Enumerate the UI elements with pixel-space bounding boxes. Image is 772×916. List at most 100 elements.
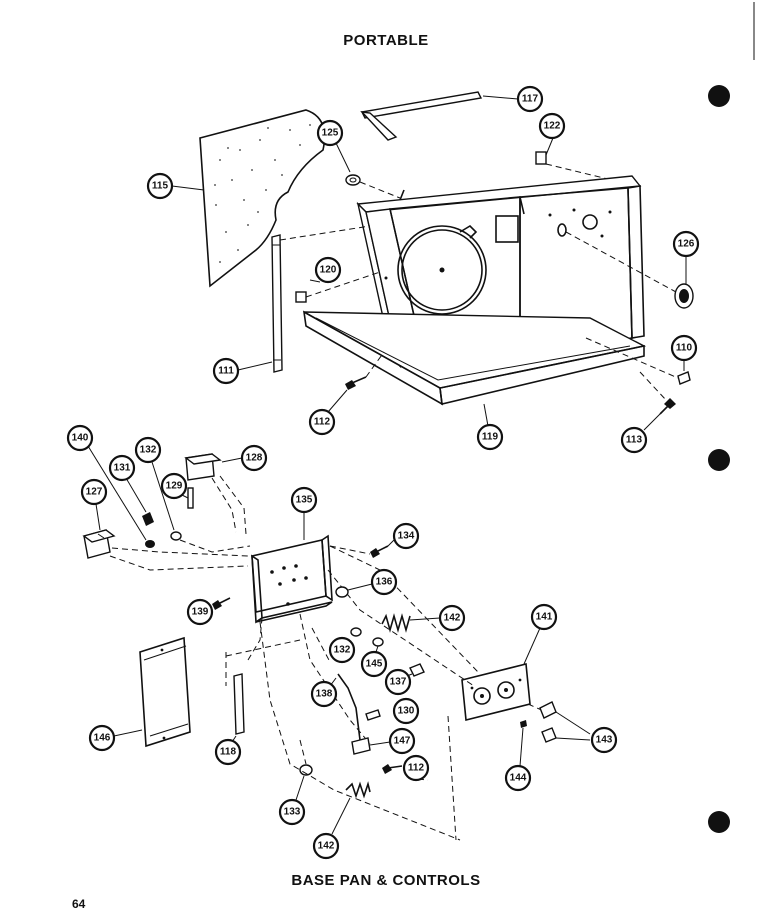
callout-142: 142 — [312, 832, 340, 860]
part-146-cover — [113, 636, 191, 748]
callout-125: 125 — [316, 119, 344, 147]
callout-132: 132 — [134, 436, 162, 464]
part-136-nut — [335, 583, 373, 598]
callout-142: 142 — [438, 604, 466, 632]
part-112-screw-lower — [382, 764, 403, 774]
callout-112: 112 — [402, 754, 430, 782]
callout-128: 128 — [240, 444, 268, 472]
callout-136: 136 — [370, 568, 398, 596]
callout-126: 126 — [672, 230, 700, 258]
svg-text:142: 142 — [318, 841, 335, 852]
callout-144: 144 — [504, 764, 532, 792]
callout-147: 147 — [388, 727, 416, 755]
svg-text:111: 111 — [218, 366, 234, 377]
svg-text:129: 129 — [166, 481, 183, 492]
part-118-strip — [225, 617, 263, 743]
callout-113: 113 — [620, 426, 648, 454]
svg-text:127: 127 — [86, 487, 103, 498]
svg-text:119: 119 — [482, 432, 499, 443]
binder-hole — [708, 449, 730, 471]
part-142-spring-bottom — [331, 781, 371, 835]
section-title: BASE PAN & CONTROLS — [291, 872, 481, 889]
svg-text:138: 138 — [316, 689, 333, 700]
callout-134: 134 — [392, 522, 420, 550]
part-138-rod — [329, 673, 361, 741]
callout-141: 141 — [530, 603, 558, 631]
part-113-screw — [639, 371, 676, 431]
svg-text:120: 120 — [320, 265, 337, 276]
svg-text:130: 130 — [398, 706, 415, 717]
callout-135: 135 — [290, 486, 318, 514]
svg-text:134: 134 — [398, 531, 415, 542]
callout-117: 117 — [516, 85, 544, 113]
callout-130: 130 — [392, 697, 420, 725]
svg-text:118: 118 — [220, 747, 237, 758]
svg-text:147: 147 — [394, 736, 411, 747]
part-143-knobs — [539, 701, 591, 743]
part-144-clip — [519, 720, 527, 767]
part-130-clip — [365, 709, 381, 721]
part-127-relay — [82, 503, 251, 571]
callout-146: 146 — [88, 724, 116, 752]
part-132-nut-lower — [350, 627, 362, 637]
part-112-screw-top — [327, 351, 385, 413]
svg-text:117: 117 — [522, 94, 539, 105]
part-131-fitting — [125, 477, 154, 526]
part-134-screw — [329, 539, 395, 558]
callout-120: 120 — [314, 256, 342, 284]
svg-text:125: 125 — [322, 128, 339, 139]
callout-119: 119 — [476, 423, 504, 451]
part-142-spring-top — [381, 613, 441, 633]
callout-122: 122 — [538, 112, 566, 140]
svg-text:131: 131 — [114, 463, 131, 474]
part-132-nut-top — [151, 461, 182, 541]
svg-text:128: 128 — [246, 453, 263, 464]
page-number: 64 — [72, 897, 86, 911]
svg-text:145: 145 — [366, 659, 383, 670]
svg-text:110: 110 — [676, 343, 693, 354]
part-128-switch — [184, 453, 247, 535]
part-147-bracket — [351, 737, 391, 755]
part-122-clip — [535, 137, 613, 181]
part-117-rail — [360, 91, 519, 141]
part-139-screw — [212, 597, 231, 610]
part-111-strip — [237, 225, 371, 373]
part-110-clip — [585, 337, 691, 385]
part-120-bracket — [295, 271, 381, 303]
callout-131: 131 — [108, 454, 136, 482]
part-133-nut — [295, 739, 313, 801]
callout-115: 115 — [146, 172, 174, 200]
part-115-panel — [171, 109, 326, 288]
svg-text:132: 132 — [334, 645, 351, 656]
callout-145: 145 — [360, 650, 388, 678]
callout-133: 133 — [278, 798, 306, 826]
svg-text:112: 112 — [314, 417, 331, 428]
part-140-nut — [87, 445, 155, 548]
svg-text:126: 126 — [678, 239, 695, 250]
leader-dashed — [311, 627, 331, 663]
svg-text:135: 135 — [296, 495, 313, 506]
callout-140: 140 — [66, 424, 94, 452]
callout-132: 132 — [328, 636, 356, 664]
svg-text:115: 115 — [152, 181, 169, 192]
callout-110: 110 — [670, 334, 698, 362]
svg-text:113: 113 — [626, 435, 643, 446]
callout-143: 143 — [590, 726, 618, 754]
svg-text:132: 132 — [140, 445, 157, 456]
svg-text:141: 141 — [536, 612, 553, 623]
svg-text:133: 133 — [284, 807, 301, 818]
callout-138: 138 — [310, 680, 338, 708]
part-119-base-pan — [302, 310, 647, 427]
callout-127: 127 — [80, 478, 108, 506]
callout-129: 129 — [160, 472, 188, 500]
binder-hole — [708, 85, 730, 107]
binder-hole — [708, 811, 730, 833]
part-125-grommet — [335, 142, 401, 199]
leader-dashed — [225, 639, 301, 657]
callout-139: 139 — [186, 598, 214, 626]
part-145-fitting — [372, 637, 384, 653]
svg-text:112: 112 — [408, 763, 425, 774]
svg-text:136: 136 — [376, 577, 393, 588]
